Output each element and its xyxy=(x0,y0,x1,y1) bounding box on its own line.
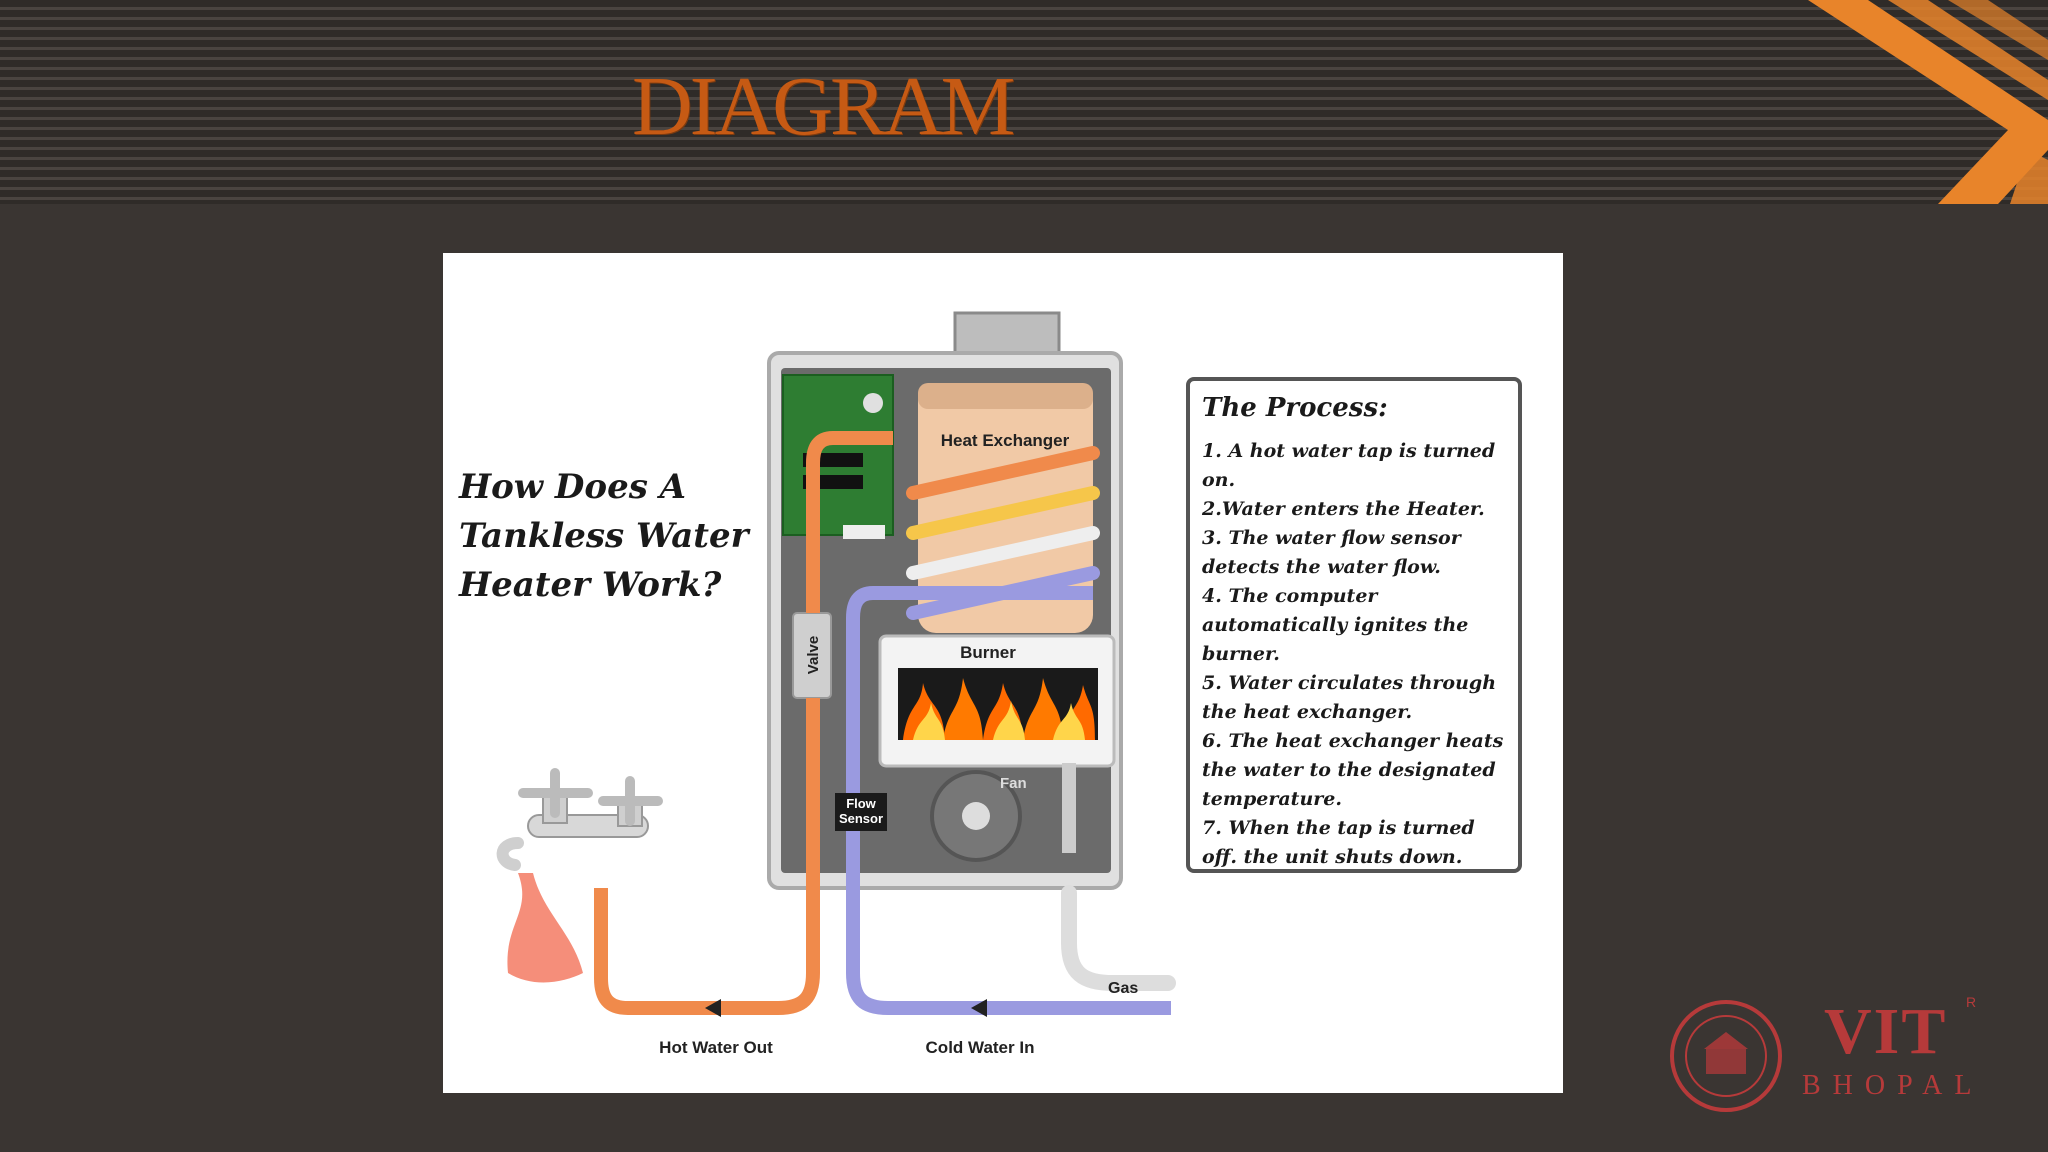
header-band xyxy=(0,0,2048,204)
hot-water-stream xyxy=(507,873,583,983)
process-step: 4. The computer automatically ignites th… xyxy=(1202,585,1469,665)
faucet-icon xyxy=(496,768,663,871)
vit-bhopal-logo: VIT R BHOPAL xyxy=(1666,994,1996,1118)
process-step: 6. The heat exchanger heats the water to… xyxy=(1202,730,1504,810)
valve-label: Valve xyxy=(805,636,822,674)
process-step: 5. Water circulates through the heat exc… xyxy=(1202,672,1497,723)
process-step: 7. When the tap is turned off. the unit … xyxy=(1202,817,1475,868)
process-step: 3. The water flow sensor detects the wat… xyxy=(1202,527,1461,578)
heat-exchanger-label: Heat Exchanger xyxy=(941,431,1070,450)
burner-label: Burner xyxy=(960,643,1016,662)
flow-sensor-label-1: Flow xyxy=(846,796,876,811)
gas-label: Gas xyxy=(1108,980,1138,997)
hot-water-out-label: Hot Water Out xyxy=(659,1038,773,1057)
heater-illustration: Heat Exchanger Burner Fan Gas Valve xyxy=(496,311,1176,1057)
chevron-decoration xyxy=(1808,0,2048,204)
process-step: 1. A hot water tap is turned on. xyxy=(1202,440,1496,491)
cold-water-in-label: Cold Water In xyxy=(926,1038,1035,1057)
process-step: 2.Water enters the Heater. xyxy=(1202,498,1485,520)
hot-flow-arrow-icon xyxy=(705,999,721,1017)
flow-sensor xyxy=(835,793,887,831)
process-title: The Process: xyxy=(1202,393,1388,423)
process-steps: 1. A hot water tap is turned on. 2.Water… xyxy=(1202,437,1506,872)
logo-sub: BHOPAL xyxy=(1802,1070,1984,1101)
registered-mark: R xyxy=(1966,994,1977,1010)
tankless-heater-figure: Heat Exchanger Burner Fan Gas Valve xyxy=(443,253,1563,1093)
flow-sensor-label-2: Sensor xyxy=(839,811,883,826)
figure-heading: How Does A Tankless Water Heater Work? xyxy=(459,467,749,605)
logo-name: VIT xyxy=(1824,995,1948,1068)
slide-title: DIAGRAM xyxy=(632,60,1015,153)
cold-flow-arrow-icon xyxy=(971,999,987,1017)
fan-label: Fan xyxy=(1000,775,1027,792)
university-seal-icon xyxy=(1670,1000,1782,1112)
process-box: The Process: 1. A hot water tap is turne… xyxy=(1186,377,1522,873)
